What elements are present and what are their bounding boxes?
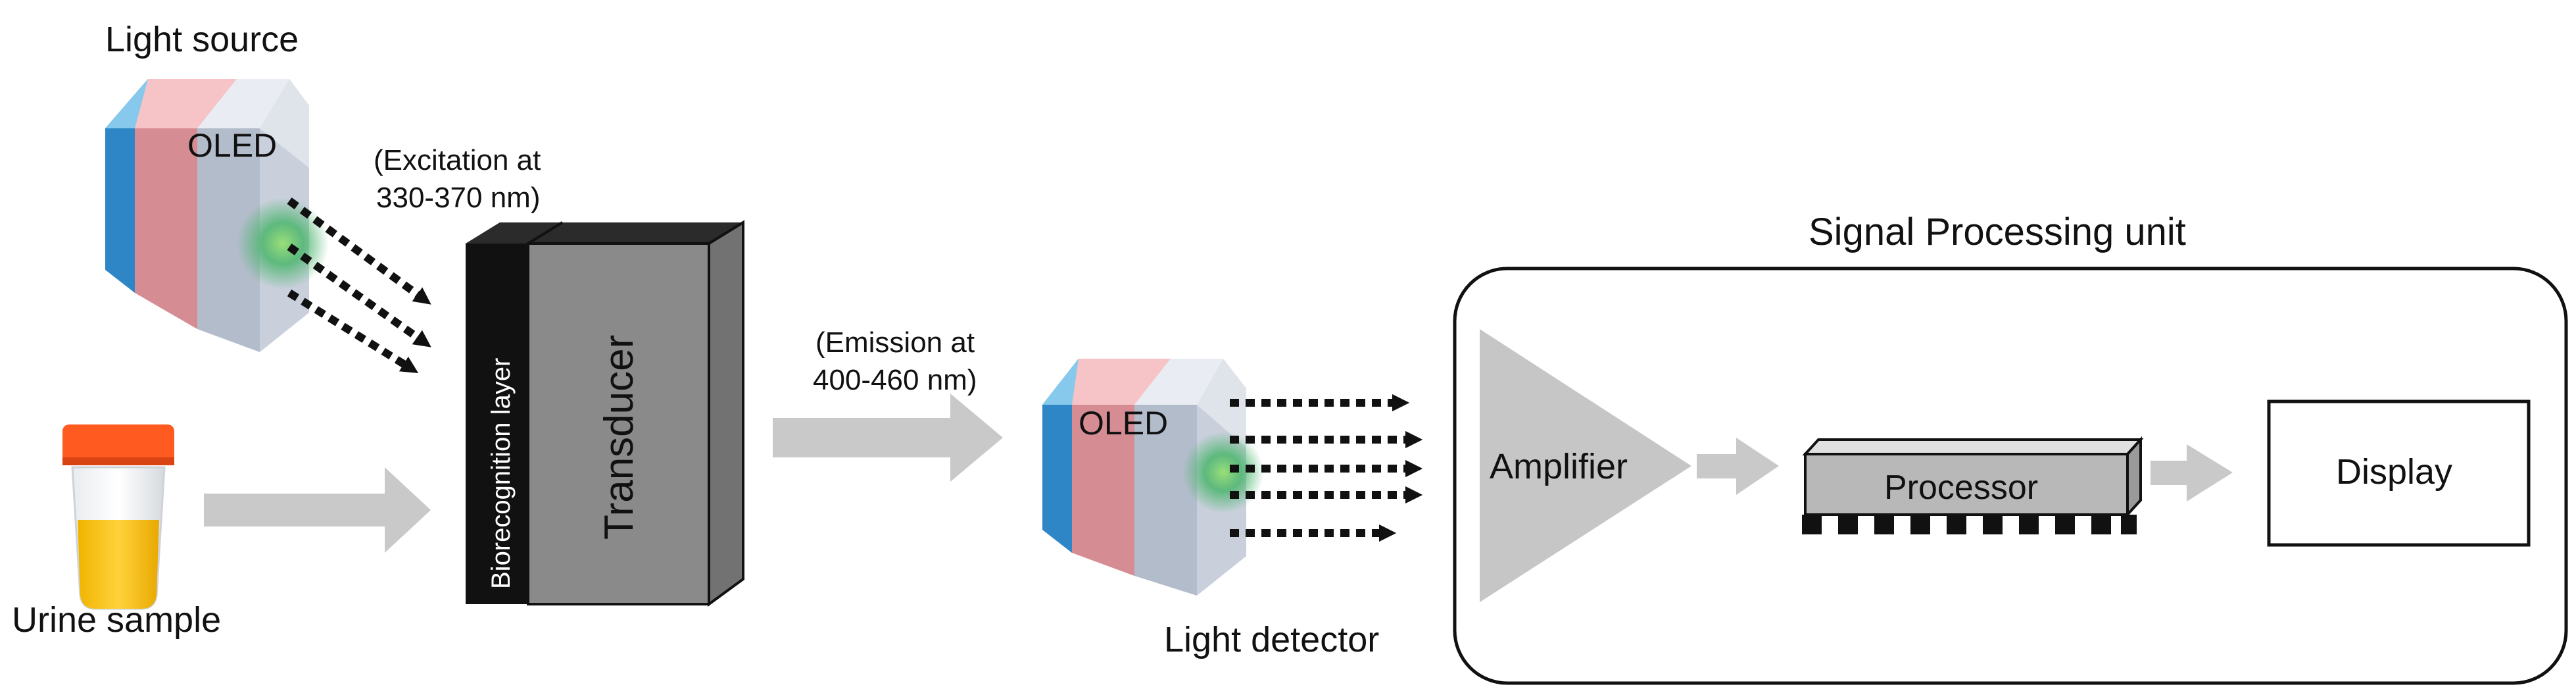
signal-unit-frame [1453, 267, 2568, 685]
processor-to-display-arrow [2151, 444, 2233, 501]
display-box [2267, 399, 2531, 547]
transducer-label: Transducer [596, 335, 642, 540]
glow-icon [237, 197, 329, 290]
oled-detector-cube [1042, 359, 1264, 596]
transducer-front [527, 242, 710, 605]
processor-chip [1802, 436, 2144, 534]
biorecognition-layer-label: Biorecognition layer [487, 358, 516, 589]
detector-glow-icon [1182, 432, 1264, 513]
processor-pins [1802, 515, 2137, 534]
amplifier-triangle [1480, 329, 1691, 602]
signal-unit-title: Signal Processing unit [1809, 211, 2186, 253]
transducer-block [466, 220, 744, 607]
excitation-label-line1: (Excitation at [374, 144, 541, 176]
urine-sample-label: Urine sample [12, 600, 221, 640]
emission-label-line2: 400-460 nm) [813, 364, 977, 396]
emission-label-line1: (Emission at [815, 326, 975, 359]
amp-to-processor-arrow [1697, 438, 1779, 495]
light-detector-label: Light detector [1164, 620, 1379, 659]
excitation-arrow-3 [287, 289, 419, 373]
light-source-label: Light source [105, 20, 299, 59]
excitation-label-line2: 330-370 nm) [376, 182, 540, 214]
sample-flow-arrow [204, 467, 431, 553]
display-label: Display [2336, 452, 2452, 492]
urine-cup-icon [62, 424, 174, 610]
oled-source-cube [105, 79, 329, 352]
excitation-arrows [287, 197, 431, 373]
oled-source-label: OLED [187, 127, 277, 164]
detector-arrows [1230, 394, 1423, 542]
excitation-arrow-1 [287, 197, 431, 305]
emission-flow-arrow [773, 394, 1003, 482]
oled-detector-label: OLED [1079, 405, 1168, 442]
amplifier-label: Amplifier [1490, 447, 1628, 486]
biorecognition-layer [466, 244, 528, 604]
processor-label: Processor [1884, 469, 2038, 507]
excitation-arrow-2 [287, 244, 431, 347]
